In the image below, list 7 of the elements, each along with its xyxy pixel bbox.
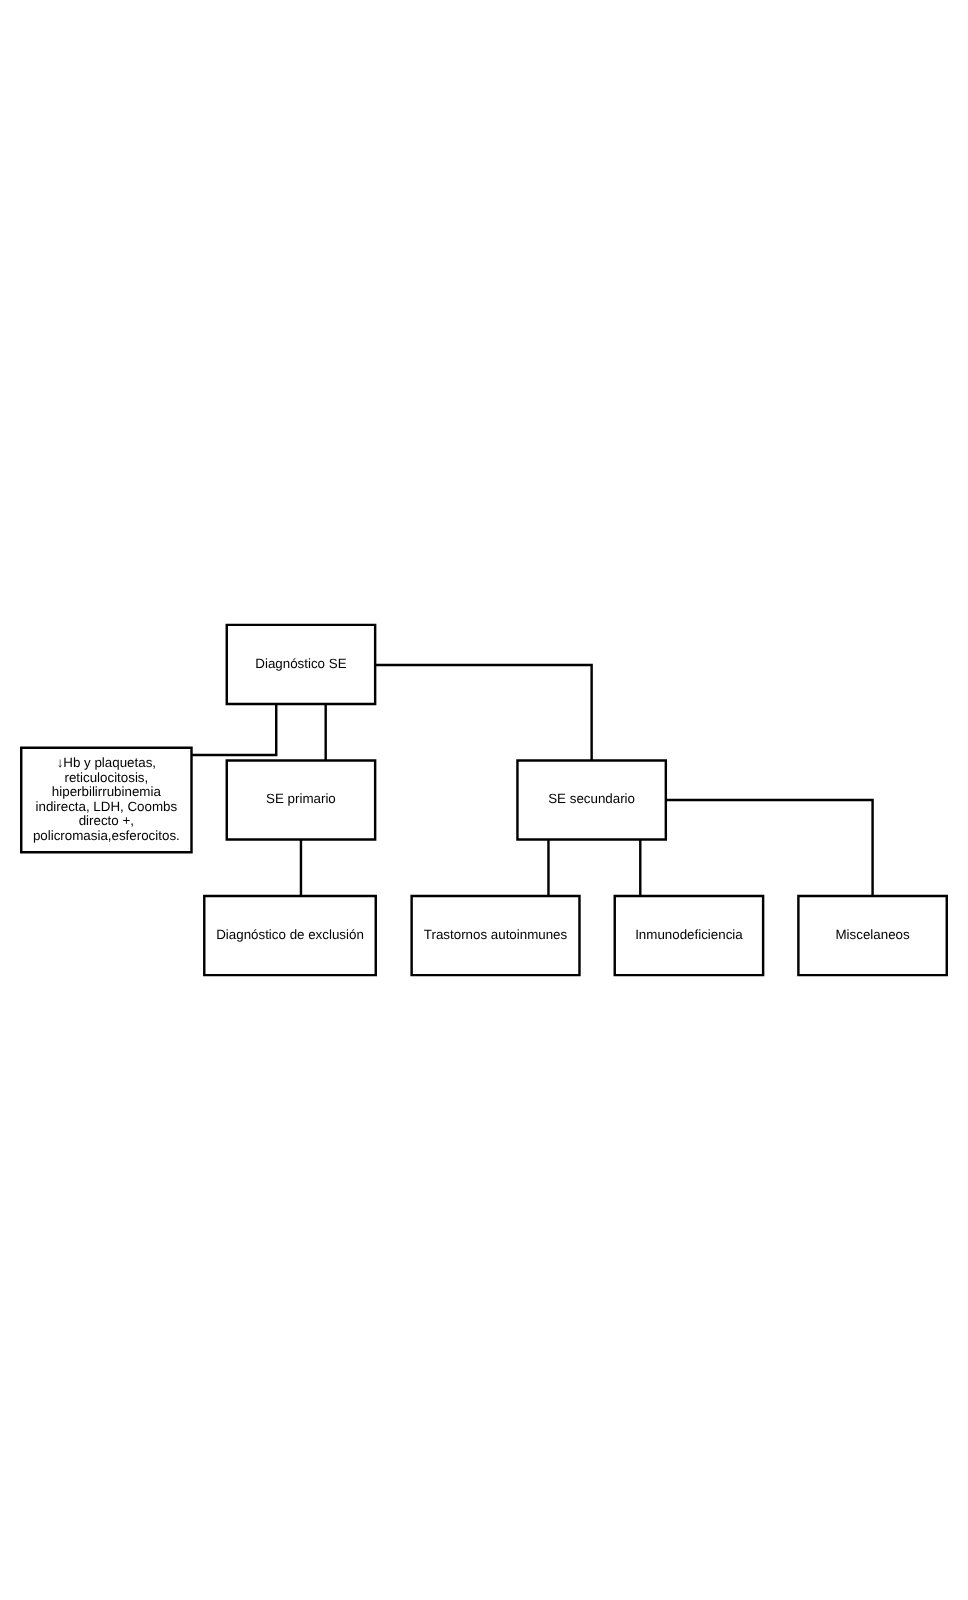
connector <box>299 839 303 896</box>
connector <box>191 704 278 757</box>
connector <box>324 704 327 761</box>
connector <box>547 839 550 896</box>
connector <box>666 798 874 896</box>
connector <box>639 839 642 896</box>
connector <box>375 663 593 761</box>
